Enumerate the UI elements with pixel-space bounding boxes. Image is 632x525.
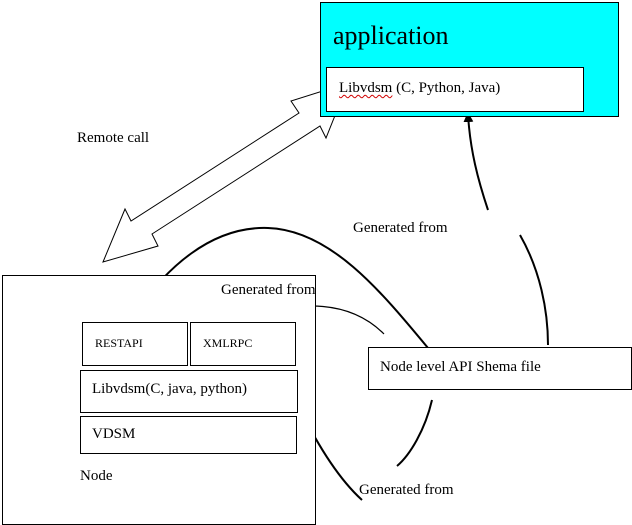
arrow-schema-to-restapi (134, 226, 429, 349)
schema-file-box: Node level API Shema file (368, 347, 632, 390)
application-title: application (333, 21, 449, 50)
node-libvdsm-label: Libvdsm(C, java, python) (92, 381, 247, 397)
remote-call-label: Remote call (77, 130, 150, 146)
restapi-box: RESTAPI (82, 322, 188, 366)
application-libvdsm-langs: (C, Python, Java) (392, 80, 501, 96)
arrow-schema-to-application-head (463, 112, 489, 211)
schema-file-label: Node level API Shema file (380, 359, 541, 375)
application-libvdsm-box: Libvdsm (C, Python, Java) (326, 67, 584, 112)
arrow-schema-to-libvdsm (396, 399, 433, 467)
generated-from-label-restapi-xmlrpc: Generated from (221, 282, 316, 298)
vdsm-label: VDSM (92, 426, 136, 442)
generated-from-label-libvdsm: Generated from (359, 482, 454, 498)
xmlrpc-box: XMLRPC (190, 322, 296, 366)
restapi-label: RESTAPI (95, 336, 143, 350)
application-libvdsm-label: Libvdsm (C, Python, Java) (339, 80, 500, 97)
node-label: Node (80, 468, 113, 484)
generated-from-label-application: Generated from (353, 220, 448, 236)
xmlrpc-label: XMLRPC (203, 336, 253, 350)
application-box: application Libvdsm (C, Python, Java) (320, 2, 619, 117)
vdsm-box: VDSM (80, 416, 297, 454)
node-libvdsm-box: Libvdsm(C, java, python) (80, 370, 298, 413)
arrow-schema-to-application (519, 234, 549, 346)
application-libvdsm-word: Libvdsm (339, 80, 393, 96)
